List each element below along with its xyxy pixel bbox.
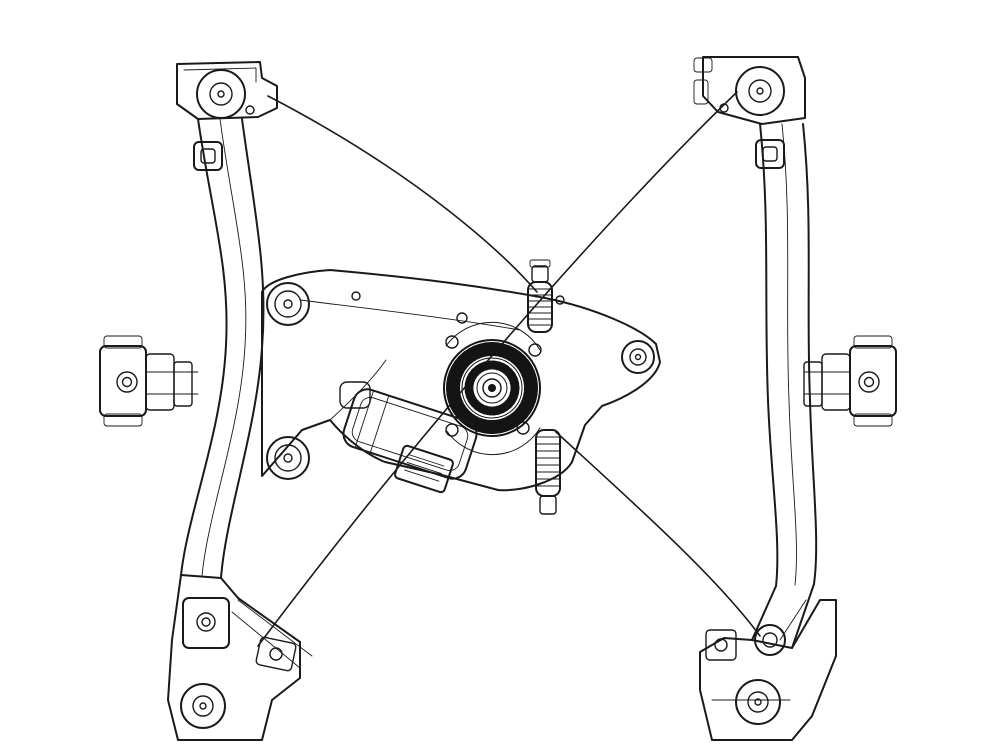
left-rail-outer-edge [181, 119, 227, 575]
right-rail-outer-edge [803, 124, 816, 584]
cable-drum-to-lower-right [556, 432, 760, 636]
carrier-plate-outline [262, 270, 660, 490]
bolt-hole [197, 70, 245, 118]
foot-bracket [183, 598, 229, 648]
bottom-left-foot [168, 575, 312, 740]
right-rail-channel-line [782, 124, 796, 585]
cable-conduit-lower [536, 430, 560, 514]
plate-boss-bottom-left [267, 437, 309, 479]
cable-conduit-upper [528, 260, 552, 332]
carrier-plate-rib [300, 300, 520, 330]
lift-cables [258, 92, 760, 646]
cable-upper-left-to-drum [268, 96, 537, 292]
top-left-mounting-plate [177, 62, 277, 119]
motor-connector [394, 445, 454, 493]
rivet [246, 106, 254, 114]
right-guide-rail [694, 57, 896, 740]
left-mid-bracket [100, 336, 198, 426]
cable-drum-motor [340, 322, 541, 493]
screw [457, 313, 467, 323]
bolt-hole [859, 372, 879, 392]
left-guide-rail [100, 62, 312, 740]
left-rail-inner-edge [221, 119, 264, 578]
left-rail-channel-line [202, 119, 246, 576]
top-right-mounting-plate [694, 57, 805, 124]
right-rail-inner-edge [760, 124, 777, 586]
housing-screw [529, 344, 541, 356]
housing-screw [446, 424, 458, 436]
bolt-hole [117, 372, 137, 392]
screw [556, 296, 564, 304]
bottom-right-foot [700, 600, 836, 740]
motor-can [340, 386, 480, 483]
plate-boss-top-left [267, 283, 309, 325]
bolt-hole [755, 625, 785, 655]
rivet [720, 104, 728, 112]
cable-end-bracket [255, 637, 296, 672]
bolt-hole-inner [749, 80, 771, 102]
plate-slot [340, 382, 370, 408]
bolt-hole [197, 613, 215, 631]
bolt-hole [736, 67, 784, 115]
plate-boss-right [622, 341, 654, 373]
right-square-hole [756, 140, 784, 168]
screw [352, 292, 360, 300]
bolt-hole-inner [210, 83, 232, 105]
bolt-hole [736, 680, 780, 724]
cable-end-bracket [706, 630, 736, 660]
bolt-hole [181, 684, 225, 728]
housing-screw [446, 336, 458, 348]
right-mid-bracket [804, 336, 896, 426]
left-square-hole [194, 142, 222, 170]
drum-face [444, 340, 540, 436]
carrier-plate [262, 270, 660, 490]
cable-upper-right-to-lower-left [258, 92, 737, 646]
